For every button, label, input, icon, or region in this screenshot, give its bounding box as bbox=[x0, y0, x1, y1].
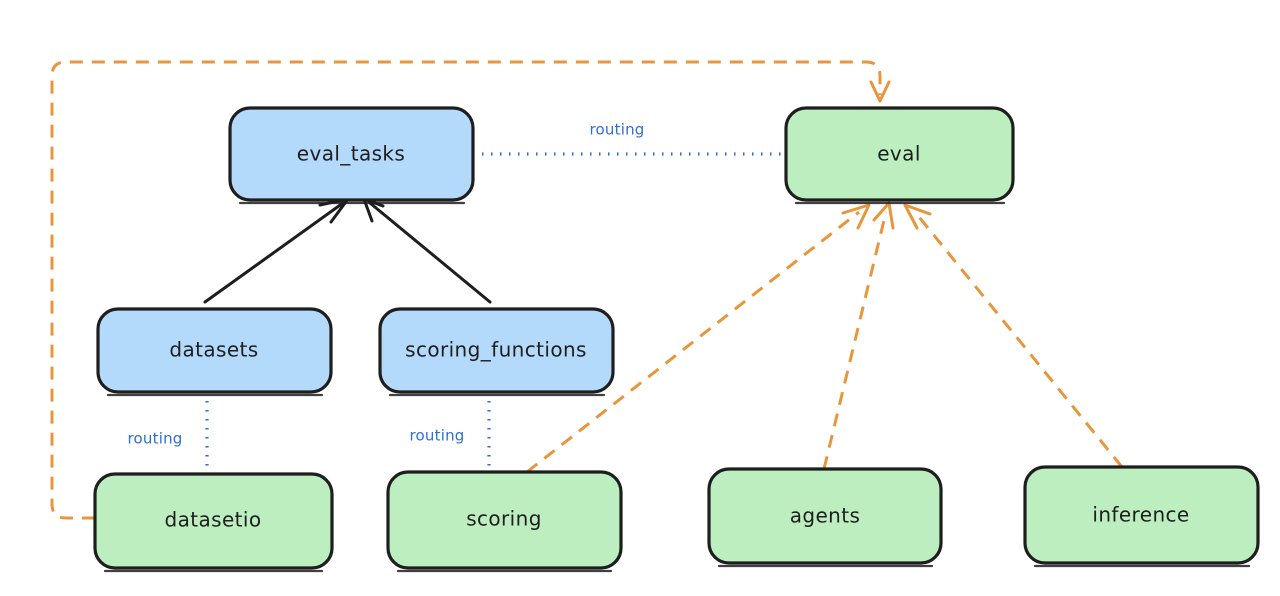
node-eval-tasks-shape[interactable] bbox=[228, 106, 475, 202]
node-eval-tasks-label: eval_tasks bbox=[297, 142, 405, 166]
node-eval-tasks[interactable]: eval_tasks bbox=[228, 106, 475, 205]
node-layer: eval_tasks eval datasets scoring_functio… bbox=[93, 106, 1260, 573]
node-inference[interactable]: inference bbox=[1023, 465, 1260, 568]
edge-datasets-to-eval-tasks bbox=[203, 197, 350, 304]
node-scoring-functions-shape[interactable] bbox=[378, 307, 615, 394]
node-scoring-functions-label: scoring_functions bbox=[405, 338, 587, 362]
node-datasetio-label: datasetio bbox=[164, 508, 261, 532]
node-eval[interactable]: eval bbox=[784, 106, 1015, 205]
edge-label-layer: routing routing routing bbox=[128, 121, 645, 448]
node-datasets[interactable]: datasets bbox=[96, 307, 333, 397]
edge-inference-to-eval bbox=[903, 203, 1124, 468]
node-datasetio[interactable]: datasetio bbox=[93, 472, 334, 573]
node-scoring-shape[interactable] bbox=[386, 470, 623, 570]
edge-label-routing-datasets-datasetio: routing bbox=[128, 430, 183, 448]
node-agents-shape[interactable] bbox=[707, 467, 943, 565]
node-inference-shape[interactable] bbox=[1023, 465, 1260, 565]
node-scoring-label: scoring bbox=[466, 507, 542, 531]
edge-scoring-to-eval bbox=[526, 203, 871, 474]
node-inference-label: inference bbox=[1092, 503, 1189, 527]
node-agents-label: agents bbox=[790, 504, 861, 528]
edge-agents-to-eval bbox=[822, 201, 895, 470]
node-agents[interactable]: agents bbox=[707, 467, 943, 568]
node-scoring[interactable]: scoring bbox=[386, 470, 623, 573]
edge-label-routing-scoring-functions-scoring: routing bbox=[410, 427, 465, 445]
node-datasets-shape[interactable] bbox=[96, 307, 333, 394]
edge-scoring-functions-to-eval-tasks bbox=[362, 197, 492, 304]
edge-label-routing-eval-tasks-eval: routing bbox=[590, 121, 645, 139]
node-datasets-label: datasets bbox=[169, 338, 258, 362]
edge-datasetio-to-eval bbox=[50, 60, 891, 520]
node-eval-label: eval bbox=[877, 142, 921, 166]
node-eval-shape[interactable] bbox=[784, 106, 1015, 202]
node-scoring-functions[interactable]: scoring_functions bbox=[378, 307, 615, 397]
node-datasetio-shape[interactable] bbox=[93, 472, 334, 570]
